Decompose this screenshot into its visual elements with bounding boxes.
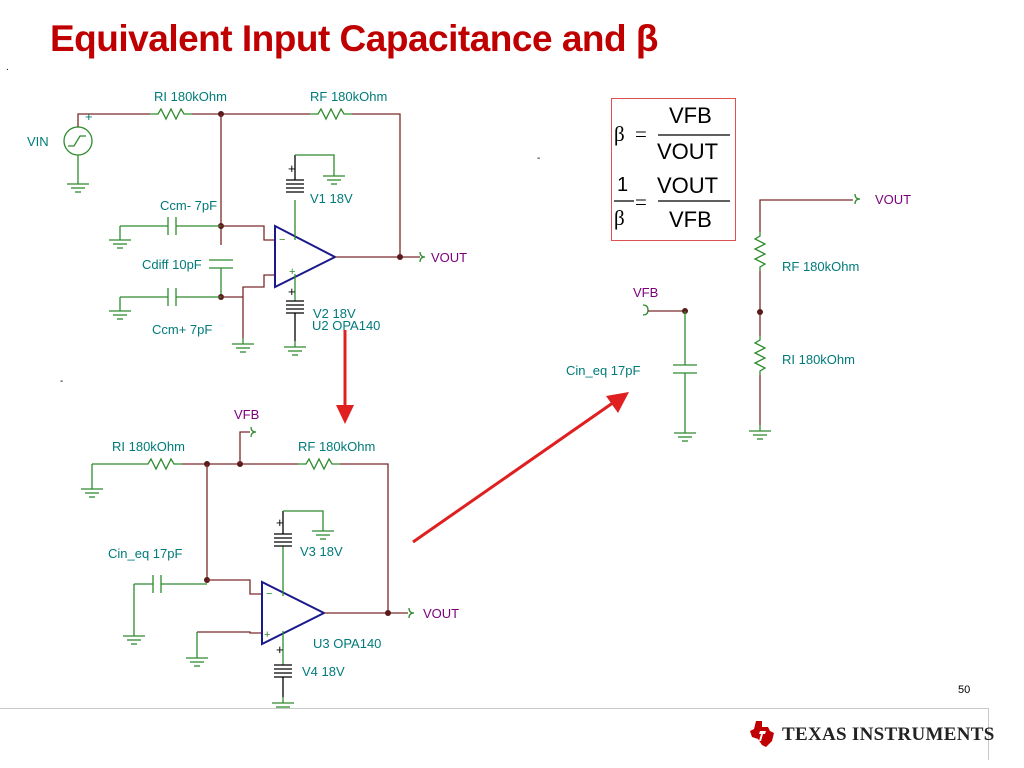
slide-title: Equivalent Input Capacitance and β bbox=[50, 18, 658, 59]
formula2-denominator: VFB bbox=[669, 207, 712, 232]
diagonal-arrow-icon bbox=[606, 392, 629, 413]
c1-vout-label: VOUT bbox=[431, 250, 467, 265]
source-plus-pin: + bbox=[85, 109, 93, 124]
rf-resistor-1 bbox=[310, 107, 352, 121]
ccm-plus-label: Ccm+ 7pF bbox=[152, 322, 212, 337]
formula1-numerator: VFB bbox=[669, 103, 712, 128]
c3-cin-label: Cin_eq 17pF bbox=[566, 363, 640, 378]
c3-vfb-connector bbox=[642, 304, 649, 316]
c2-vout-label: VOUT bbox=[423, 606, 459, 621]
v4-label: V4 18V bbox=[302, 664, 345, 679]
c1-ri-label: RI 180kOhm bbox=[154, 89, 227, 104]
c4-rf-label: RF 180kOhm bbox=[782, 259, 859, 274]
opamp-u2-label: U2 OPA140 bbox=[312, 318, 380, 333]
ri-resistor-1 bbox=[150, 107, 192, 121]
page-number: 50 bbox=[958, 684, 971, 696]
v1-label: V1 18V bbox=[310, 191, 353, 206]
c1-rf-label: RF 180kOhm bbox=[310, 89, 387, 104]
v4-plus-pin: + bbox=[276, 642, 284, 657]
u2-minus-pin: − bbox=[279, 234, 285, 246]
ti-logo-icon bbox=[750, 721, 774, 747]
c2-cin-label: Cin_eq 17pF bbox=[108, 546, 182, 561]
vin-label: VIN bbox=[27, 134, 49, 149]
c2-rf-label: RF 180kOhm bbox=[298, 439, 375, 454]
opamp-u2 bbox=[274, 224, 338, 289]
opamp-u3 bbox=[261, 580, 327, 646]
formula2-one: 1 bbox=[617, 174, 628, 196]
u3-minus-pin: − bbox=[266, 588, 272, 600]
opamp-u3-label: U3 OPA140 bbox=[313, 636, 381, 651]
stray-mark: - bbox=[537, 153, 541, 164]
c4-ri-label: RI 180kOhm bbox=[782, 352, 855, 367]
circuit-2: RI 180kOhm VFB RF 180kOhm Cin_eq 17pF − … bbox=[80, 407, 459, 712]
formula2-beta: β bbox=[614, 206, 625, 230]
rf-resistor-2 bbox=[298, 457, 340, 471]
ri-resistor-2 bbox=[140, 457, 182, 471]
rf-resistor-4 bbox=[753, 232, 767, 271]
c4-vout-label: VOUT bbox=[875, 192, 911, 207]
circuit-4: VOUT RF 180kOhm RI 180kOhm bbox=[748, 192, 911, 440]
ti-brand-word2: Instruments bbox=[851, 724, 995, 745]
circuit-3: VFB Cin_eq 17pF bbox=[566, 285, 698, 442]
formula1-beta: β bbox=[614, 122, 625, 146]
u3-plus-pin: + bbox=[264, 629, 270, 641]
transform-arrows bbox=[336, 330, 629, 544]
beta-formula-box: β = VFB VOUT 1 β = VOUT VFB bbox=[611, 98, 736, 241]
u2-plus-pin: + bbox=[289, 266, 295, 278]
formula2-equals: = bbox=[635, 190, 647, 214]
footer-bar bbox=[0, 708, 989, 760]
formula2-numerator: VOUT bbox=[657, 173, 718, 198]
c2-vfb-label: VFB bbox=[234, 407, 259, 422]
v2-plus-pin: + bbox=[288, 284, 296, 299]
ri-resistor-4 bbox=[753, 336, 767, 375]
stray-mark: - bbox=[60, 376, 64, 387]
stray-mark: . bbox=[6, 62, 9, 73]
formula1-denominator: VOUT bbox=[657, 139, 718, 164]
circuit-1: + VIN RI 180kOhm RF 180kOhm Ccm- 7pF Cdi… bbox=[27, 89, 467, 356]
down-arrow-icon bbox=[336, 405, 354, 424]
v3-plus-pin: + bbox=[276, 515, 284, 530]
v3-label: V3 18V bbox=[300, 544, 343, 559]
step-source-icon bbox=[63, 126, 93, 156]
v2-label: V2 18V bbox=[313, 306, 356, 321]
formula1-equals: = bbox=[635, 122, 647, 146]
ti-brand-word1: Texas bbox=[782, 724, 847, 745]
cdiff-label: Cdiff 10pF bbox=[142, 257, 202, 272]
c3-vfb-label: VFB bbox=[633, 285, 658, 300]
c2-ri-label: RI 180kOhm bbox=[112, 439, 185, 454]
v1-plus-pin: + bbox=[288, 161, 296, 176]
ccm-minus-label: Ccm- 7pF bbox=[160, 198, 217, 213]
ti-brand-text: Texas Instruments bbox=[782, 724, 995, 746]
